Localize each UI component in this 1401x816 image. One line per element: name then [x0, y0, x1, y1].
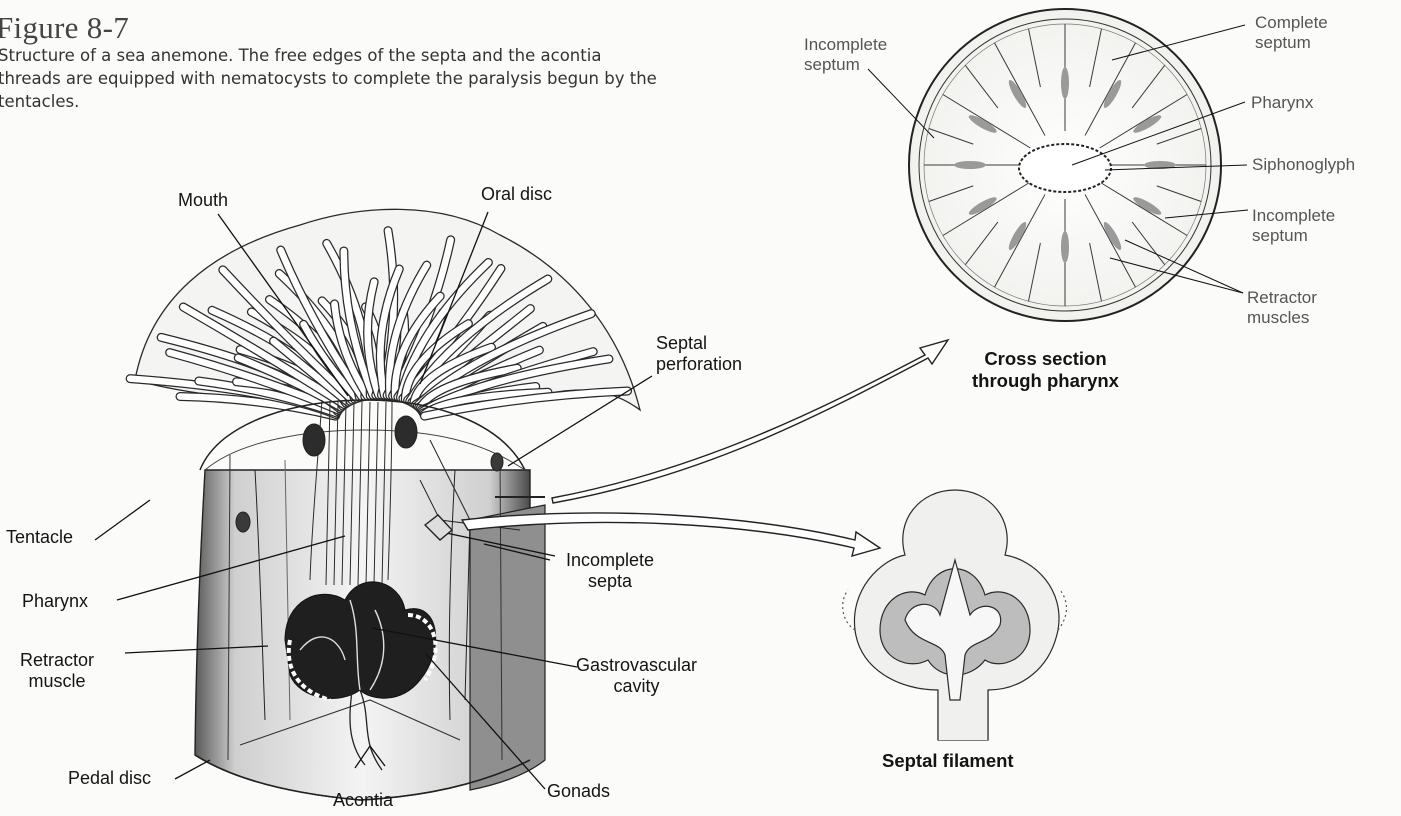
label-cs-pharynx: Pharynx: [1251, 93, 1313, 113]
cross-section-through-pharynx: [909, 9, 1221, 321]
cross-section-caption: Cross section through pharynx: [972, 348, 1119, 392]
retractor-muscle-mark: [1061, 231, 1069, 263]
label-incomplete-septa: Incomplete septa: [566, 550, 654, 592]
label-cs-incomplete-septum-right: Incomplete septum: [1252, 206, 1335, 246]
label-pharynx: Pharynx: [22, 591, 88, 612]
retractor-muscle-mark: [954, 161, 986, 169]
retractor-muscle-mark: [1061, 67, 1069, 99]
label-cs-incomplete-septum-left: Incomplete septum: [804, 35, 887, 75]
label-cs-siphonoglyph: Siphonoglyph: [1252, 155, 1355, 175]
label-mouth: Mouth: [178, 190, 228, 211]
label-retractor-muscle: Retractor muscle: [20, 650, 94, 692]
septal-filament-drawing: [843, 490, 1067, 740]
label-cs-retractor-muscles: Retractor muscles: [1247, 288, 1317, 328]
label-septal-perforation: Septal perforation: [656, 333, 742, 375]
label-gonads: Gonads: [547, 781, 610, 802]
label-tentacle: Tentacle: [6, 527, 73, 548]
label-gastrovascular-cavity: Gastrovascular cavity: [576, 655, 697, 697]
septal-filament-caption: Septal filament: [882, 750, 1014, 772]
label-acontia: Acontia: [333, 790, 393, 811]
label-pedal-disc: Pedal disc: [68, 768, 151, 789]
label-cs-complete-septum: Complete septum: [1255, 13, 1328, 53]
label-oral-disc: Oral disc: [481, 184, 552, 205]
